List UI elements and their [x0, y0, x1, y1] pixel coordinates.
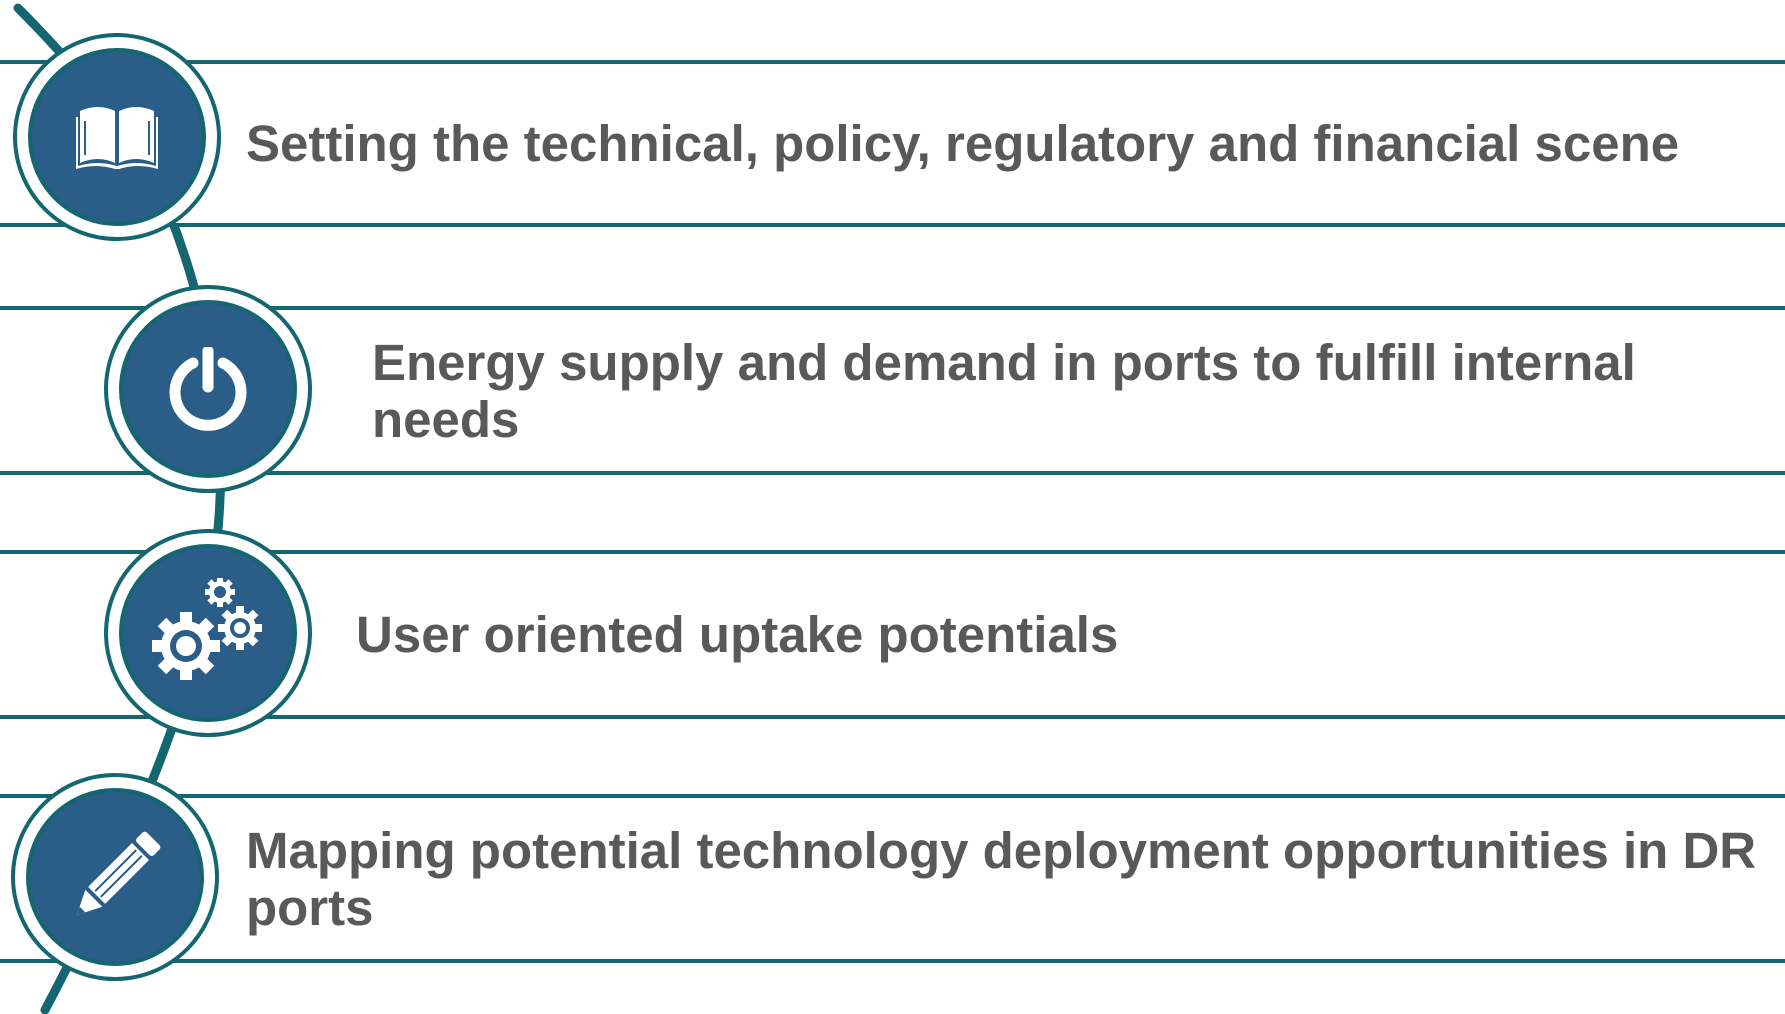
- step-3-badge: [104, 529, 312, 737]
- step-1-disc: [28, 48, 206, 226]
- step-4-band: Mapping potential technology deployment …: [0, 794, 1785, 963]
- step-1-badge: [13, 33, 221, 241]
- step-3-text-box: User oriented uptake potentials: [356, 554, 1118, 715]
- step-2-text-box: Energy supply and demand in ports to ful…: [372, 310, 1785, 471]
- step-4-disc: [26, 788, 204, 966]
- step-3-band: User oriented uptake potentials: [0, 550, 1785, 719]
- step-2-disc: [119, 300, 297, 478]
- step-1-band: Setting the technical, policy, regulator…: [0, 60, 1785, 227]
- step-2-badge: [104, 285, 312, 493]
- power-icon: [169, 347, 247, 431]
- pencil-icon: [76, 831, 161, 916]
- step-4-text-box: Mapping potential technology deployment …: [246, 798, 1766, 959]
- step-3-disc: [119, 544, 297, 722]
- step-4-label: Mapping potential technology deployment …: [246, 821, 1757, 936]
- step-1-label: Setting the technical, policy, regulator…: [246, 115, 1680, 172]
- step-2-label: Energy supply and demand in ports to ful…: [372, 333, 1636, 448]
- step-4-badge: [11, 773, 219, 981]
- step-3-label: User oriented uptake potentials: [356, 606, 1119, 663]
- gears-icon: [152, 578, 262, 680]
- open-book-icon: [76, 107, 158, 169]
- step-1-text-box: Setting the technical, policy, regulator…: [246, 64, 1679, 223]
